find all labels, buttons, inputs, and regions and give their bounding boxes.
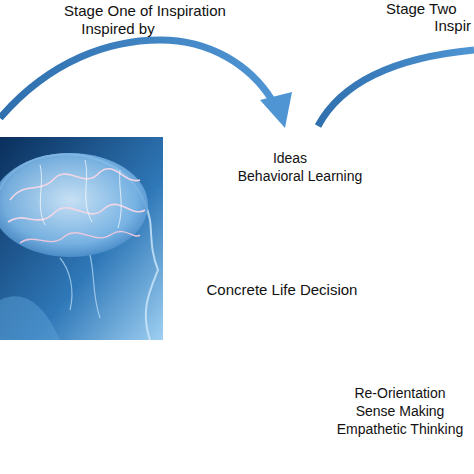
decision-label: Concrete Life Decision (207, 281, 358, 298)
curved-arrow (318, 50, 474, 126)
stage-label: Stage Two (386, 0, 457, 17)
curved-arrow (0, 40, 292, 128)
stage-label: Inspir (434, 17, 471, 34)
outcome-label: Sense Making (356, 403, 445, 419)
outcome-label: Re-Orientation (354, 385, 445, 401)
outcome-label: Empathetic Thinking (337, 421, 464, 437)
brain-picture (0, 137, 163, 340)
idea-label: Behavioral Learning (238, 168, 363, 184)
stage-label: Inspired by (81, 20, 154, 37)
stage-label: Stage One of Inspiration (64, 2, 226, 19)
idea-label: Ideas (273, 150, 307, 166)
